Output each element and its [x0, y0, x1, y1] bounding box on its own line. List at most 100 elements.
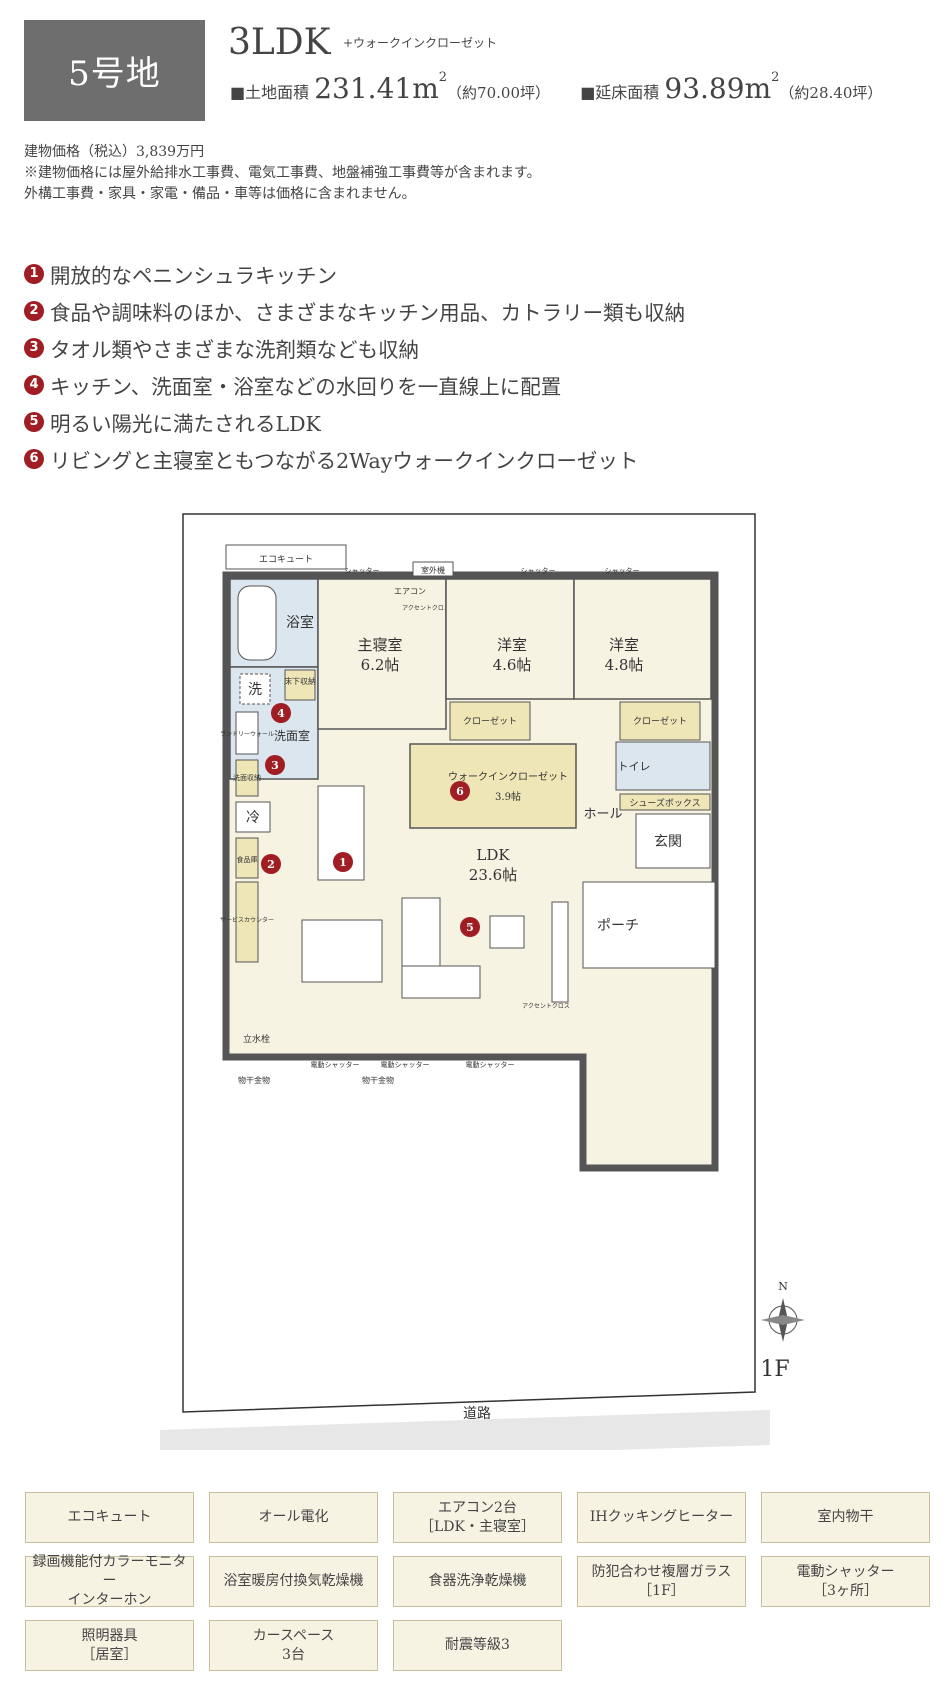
feature-text: リビングと主寝室ともつながる2Wayウォークインクローゼット	[50, 448, 639, 473]
closet-a-label: クローゼット	[463, 715, 517, 727]
accent-cross-label: アクセントクロス	[402, 605, 450, 612]
marker-4	[271, 703, 291, 723]
closet-a	[449, 701, 531, 741]
price-note: ※建物価格には屋外給排水工事費、電気工事費、地盤補強工事費等が含まれます。	[24, 165, 541, 181]
master-bedroom-size: 6.2帖	[361, 656, 400, 674]
western-room-1-label: 洋室	[497, 636, 527, 654]
feature-number-badge: 2	[24, 300, 44, 321]
lot-badge: 5号地	[24, 20, 205, 121]
floor-area-sq: 2	[771, 70, 780, 85]
marker-1	[333, 852, 353, 872]
feature-item: 4 キッチン、洗面室・浴室などの水回りを一直線上に配置	[24, 366, 685, 403]
layout-subtitle: +ウォークインクローゼット	[343, 36, 498, 50]
price-exclusion-note: 外構工事費・家具・家電・備品・車等は価格に含まれません。	[24, 186, 416, 202]
entrance-label: 玄関	[654, 833, 682, 850]
feature-text: 明るい陽光に満たされるLDK	[50, 411, 321, 436]
feature-text: キッチン、洗面室・浴室などの水回りを一直線上に配置	[50, 374, 562, 399]
walk-in-closet	[409, 743, 577, 829]
spec-item: IHクッキングヒーター	[577, 1492, 746, 1543]
feature-number-badge: 4	[24, 374, 44, 395]
washer	[239, 673, 271, 705]
land-area-tsubo: （約70.00坪）	[447, 84, 550, 102]
pantry-label: 食品庫	[237, 855, 258, 864]
shutter-label: シャッター	[521, 566, 556, 575]
layout-type: 3LDK	[228, 22, 331, 63]
service-counter	[235, 881, 259, 963]
floor-label: 1F	[760, 1357, 789, 1382]
road	[160, 1410, 770, 1450]
compass-icon	[761, 1298, 805, 1342]
floor-area-unit: m	[744, 72, 772, 105]
porch	[582, 881, 716, 969]
marker-5	[460, 917, 480, 937]
service-counter-label: サービスカウンター	[220, 916, 274, 924]
marker-6	[450, 781, 470, 801]
drying-hardware-label: 物干金物	[238, 1075, 270, 1085]
western-room-2-label: 洋室	[609, 636, 639, 654]
feature-item: 5 明るい陽光に満たされるLDK	[24, 403, 685, 440]
porch-label: ポーチ	[597, 918, 639, 934]
washer-label: 洗	[248, 682, 262, 698]
fridge-label: 冷	[246, 810, 260, 826]
entrance	[635, 813, 711, 869]
shoe-box	[619, 793, 711, 811]
western-room-2	[573, 578, 712, 700]
walk-in-closet-size: 3.9帖	[495, 790, 521, 803]
floor-area-label: ■延床面積	[580, 83, 660, 102]
washroom-label: 洗面室	[274, 728, 310, 743]
feature-number-badge: 1	[24, 263, 44, 284]
spec-item: 照明器具 ［居室］	[25, 1620, 194, 1671]
spec-item: オール電化	[209, 1492, 378, 1543]
spec-item: 食器洗浄乾燥機	[393, 1556, 562, 1607]
toilet-label: トイレ	[618, 760, 651, 773]
marker-2-label: 2	[267, 858, 275, 871]
toilet	[615, 741, 711, 791]
spec-item: 録画機能付カラーモニター インターホン	[25, 1554, 194, 1608]
marker-3	[265, 755, 285, 775]
marker-3-label: 3	[271, 759, 279, 772]
price-line: 建物価格（税込）3,839万円	[24, 144, 205, 160]
spec-item: 室内物干	[761, 1492, 930, 1543]
road-label: 道路	[463, 1406, 491, 1422]
laundry-wall-label: ランドリーウォール	[220, 730, 274, 738]
laundry-wall	[235, 711, 259, 755]
spec-item: エコキュート	[25, 1492, 194, 1543]
spec-item: 耐震等級3	[393, 1620, 562, 1671]
spec-item: エアコン2台 ［LDK・主寝室］	[393, 1492, 562, 1543]
marker-2	[261, 854, 281, 874]
electric-shutter-label: 電動シャッター	[466, 1060, 515, 1069]
marker-6-label: 6	[456, 785, 464, 798]
floor-plan: 道路 エコキュート 室外機 シャッター シャッター シャッター 浴室 洗 床下収…	[160, 513, 805, 1450]
land-area-sq: 2	[438, 70, 448, 85]
dining-table	[301, 919, 383, 983]
feature-number-badge: 5	[24, 411, 44, 432]
wash-storage	[235, 759, 259, 797]
floor-area-tsubo: （約28.40坪）	[779, 84, 883, 102]
bathroom-label: 浴室	[286, 614, 314, 631]
marker-1-label: 1	[339, 856, 347, 869]
master-bedroom	[317, 578, 447, 730]
outdoor-unit	[412, 561, 454, 577]
closet-b-label: クローゼット	[633, 715, 687, 727]
feature-number-badge: 6	[24, 448, 44, 469]
feature-item: 6 リビングと主寝室ともつながる2Wayウォークインクローゼット	[24, 440, 685, 477]
ecocute-label: エコキュート	[259, 555, 313, 565]
master-bedroom-label: 主寝室	[357, 636, 402, 654]
spec-item: 電動シャッター ［3ヶ所］	[761, 1556, 930, 1607]
land-area-value: 231.41	[314, 72, 413, 105]
walk-in-closet-label: ウォークインクローゼット	[448, 771, 568, 783]
spec-item: カースペース 3台	[209, 1620, 378, 1671]
bathtub	[237, 585, 277, 661]
marker-4-label: 4	[277, 707, 285, 720]
spec-item: 防犯合わせ複層ガラス ［1F］	[577, 1556, 746, 1607]
tap-label: 立水栓	[243, 1033, 270, 1045]
closet-b	[619, 701, 701, 741]
western-room-1	[445, 578, 575, 700]
fridge	[235, 801, 271, 833]
feature-text: タオル類やさまざまな洗剤類なども収納	[50, 337, 419, 362]
land-area-label: ■土地面積	[230, 83, 310, 102]
land-area-unit: m	[412, 72, 439, 105]
sofa-chaise	[401, 965, 481, 999]
